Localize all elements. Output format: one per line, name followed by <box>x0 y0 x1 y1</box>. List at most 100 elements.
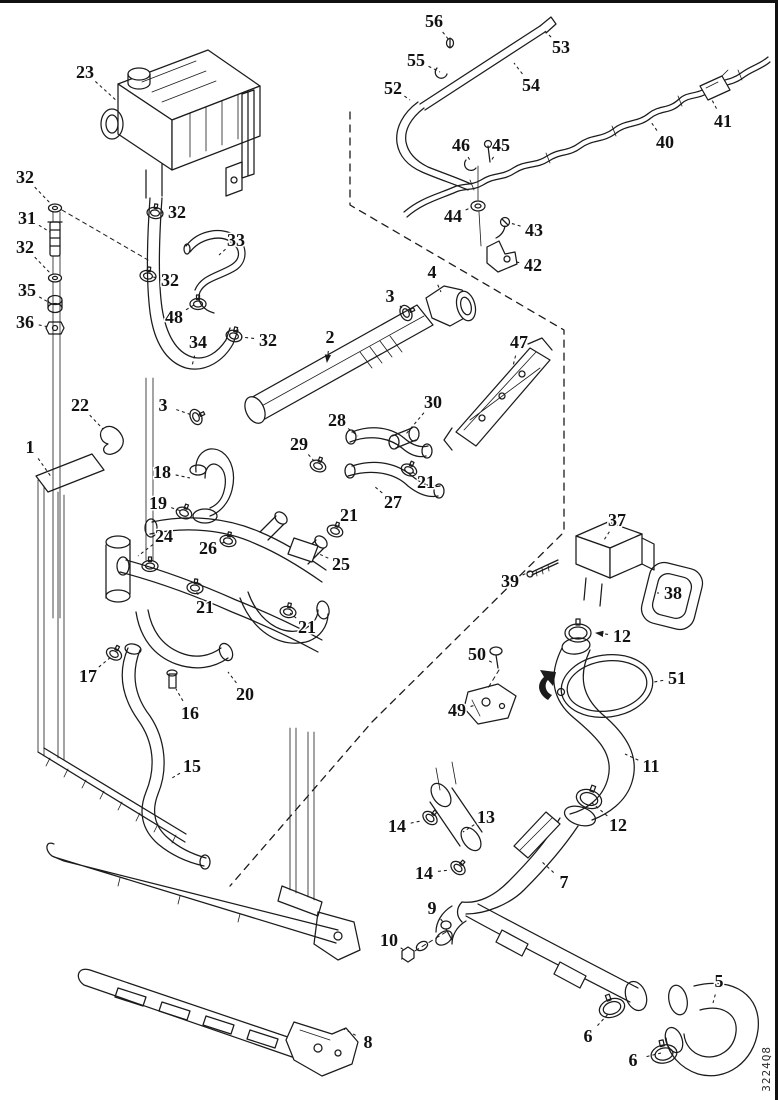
part-label-22: 22 <box>71 395 89 415</box>
leader-line-27 <box>373 485 383 494</box>
tank-hose <box>138 197 245 573</box>
thermostat-assembly <box>463 521 704 725</box>
leader-line-7 <box>540 860 555 873</box>
part-label-2: 2 <box>326 327 335 347</box>
leader-line-49 <box>470 704 477 707</box>
part-label-17: 17 <box>79 666 97 686</box>
leader-line-32 <box>240 336 255 339</box>
part-label-51: 51 <box>668 668 686 688</box>
part-label-52: 52 <box>384 78 402 98</box>
part-label-39: 39 <box>501 571 519 591</box>
leader-line-34 <box>191 355 196 367</box>
leader-line-55 <box>428 65 441 73</box>
leader-line-21 <box>410 470 416 475</box>
leader-line-21 <box>195 590 199 596</box>
part-label-5: 5 <box>715 971 724 991</box>
part-label-21: 21 <box>196 597 214 617</box>
part-label-18: 18 <box>153 462 171 482</box>
part-label-32: 32 <box>259 330 277 350</box>
part-label-44: 44 <box>444 206 462 226</box>
part-label-55: 55 <box>407 50 425 70</box>
leader-line-40 <box>650 121 658 131</box>
leader-line-14 <box>437 869 451 872</box>
part-label-23: 23 <box>76 62 94 82</box>
leader-line-44 <box>465 206 473 211</box>
clip-22 <box>99 425 124 455</box>
part-label-14: 14 <box>388 816 406 836</box>
part-label-14: 14 <box>415 863 433 883</box>
part-label-6: 6 <box>629 1050 638 1070</box>
part-label-32: 32 <box>16 237 34 257</box>
leader-line-16 <box>175 688 184 702</box>
part-label-6: 6 <box>584 1026 593 1046</box>
leader-line-56 <box>442 31 450 41</box>
part-label-26: 26 <box>199 538 217 558</box>
part-label-8: 8 <box>364 1032 373 1052</box>
leader-line-54 <box>513 62 523 75</box>
part-label-50: 50 <box>468 644 486 664</box>
part-label-28: 28 <box>328 410 346 430</box>
bracket-47 <box>443 337 553 451</box>
part-label-19: 19 <box>149 493 167 513</box>
part-label-40: 40 <box>656 132 674 152</box>
part-label-49: 49 <box>448 700 466 720</box>
part-label-47: 47 <box>510 332 528 352</box>
leader-line-26 <box>221 541 226 544</box>
part-label-1: 1 <box>26 437 35 457</box>
leader-line-28 <box>347 428 359 437</box>
leader-line-32 <box>34 256 53 276</box>
scan-border-right <box>775 0 778 1100</box>
part-label-21: 21 <box>417 472 435 492</box>
part-label-36: 36 <box>16 312 34 332</box>
part-label-42: 42 <box>524 255 542 275</box>
part-label-3: 3 <box>159 395 168 415</box>
part-label-4: 4 <box>428 262 437 282</box>
view-boundary-dashes <box>229 111 565 887</box>
part-label-13: 13 <box>477 807 495 827</box>
part-label-32: 32 <box>161 270 179 290</box>
leader-line-11 <box>624 753 639 761</box>
leader-line-46 <box>467 156 472 163</box>
leader-line-8 <box>343 1028 356 1036</box>
part-label-7: 7 <box>560 872 569 892</box>
part-label-29: 29 <box>290 434 308 454</box>
drawing-number-watermark: 3224Q8 <box>760 1046 773 1092</box>
leader-line-18 <box>175 474 191 479</box>
radiator-support-crossmember <box>46 842 361 1077</box>
part-label-38: 38 <box>664 583 682 603</box>
leader-line-31 <box>38 224 51 233</box>
part-label-53: 53 <box>552 37 570 57</box>
bypass-hose-11 <box>553 637 635 827</box>
leader-line-9 <box>440 918 444 923</box>
leader-line-25 <box>316 552 329 559</box>
part-label-33: 33 <box>227 230 245 250</box>
part-label-45: 45 <box>492 135 510 155</box>
leader-line-15 <box>171 772 181 779</box>
part-label-31: 31 <box>18 208 36 228</box>
leader-line-2 <box>324 350 332 364</box>
part-label-16: 16 <box>181 703 199 723</box>
leader-line-39 <box>522 570 532 576</box>
leader-line-13 <box>462 824 475 833</box>
leader-line-35 <box>38 296 51 304</box>
part-label-27: 27 <box>384 492 402 512</box>
part-label-30: 30 <box>424 392 442 412</box>
leader-line-17 <box>98 656 112 668</box>
part-label-37: 37 <box>608 510 626 530</box>
lower-radiator-hose-5 <box>594 982 759 1077</box>
leader-line-47 <box>512 355 517 367</box>
part-label-34: 34 <box>189 332 207 352</box>
part-label-24: 24 <box>155 526 173 546</box>
leader-line-21 <box>336 524 340 529</box>
leader-line-10 <box>400 947 405 951</box>
leader-line-5 <box>712 994 716 1004</box>
leader-line-53 <box>544 30 552 38</box>
leader-line-30 <box>405 412 425 435</box>
water-pipe-assembly <box>105 448 330 917</box>
part-label-25: 25 <box>332 554 350 574</box>
part-label-15: 15 <box>183 756 201 776</box>
leader-line-19 <box>171 507 182 512</box>
leader-line-24 <box>137 544 154 557</box>
heater-hoses-27-28 <box>307 426 445 540</box>
leader-line-1 <box>37 458 53 479</box>
